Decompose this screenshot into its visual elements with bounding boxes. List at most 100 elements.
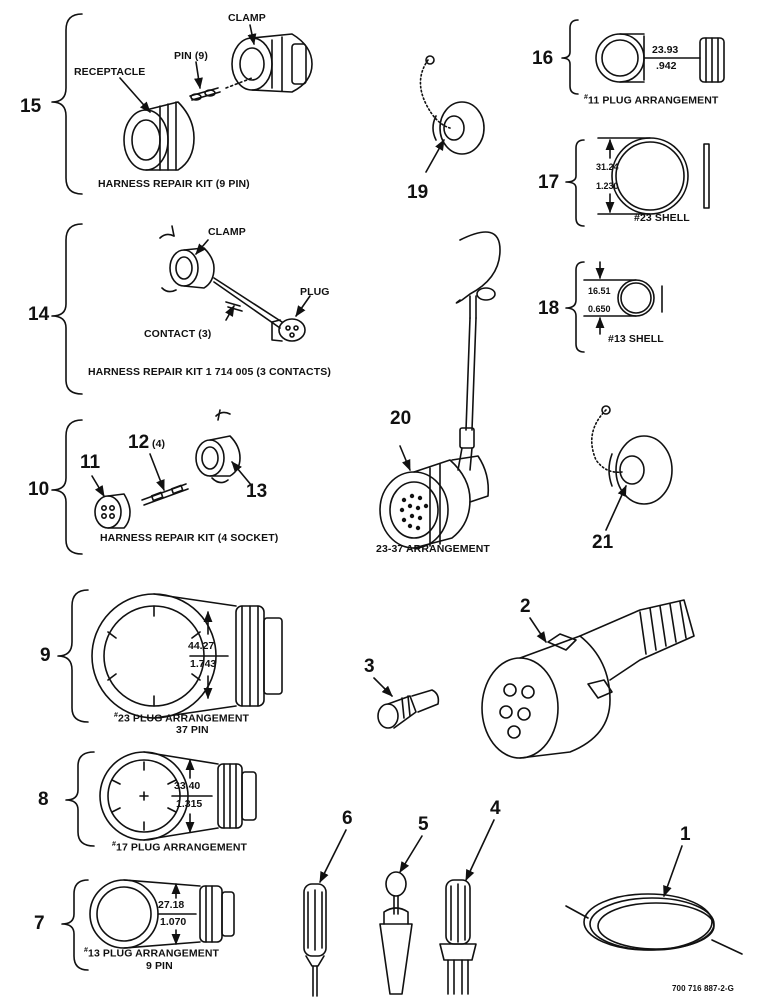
harness-wire-14 <box>213 277 283 329</box>
callout-7: 7 <box>34 913 45 934</box>
plug-16-mark: # <box>584 94 588 101</box>
clamp-13-part <box>195 409 241 484</box>
label-plug-16: #11 PLUG ARRANGEMENT <box>584 94 718 107</box>
leader-4 <box>465 819 495 882</box>
plug-3-part <box>377 689 440 729</box>
leader-receptacle <box>119 77 151 113</box>
callout-3: 3 <box>364 656 375 677</box>
leader-12 <box>149 453 165 492</box>
callout-13: 13 <box>246 481 268 502</box>
wire-1-part <box>565 893 743 955</box>
leader-6 <box>319 829 347 884</box>
brace-16 <box>561 19 579 95</box>
plug-11-part <box>94 493 131 529</box>
label-shell-17: #23 SHELL <box>634 212 690 224</box>
brace-14 <box>51 223 83 395</box>
tool-5-part <box>379 871 413 995</box>
connector-2-part <box>481 599 695 759</box>
dim-7-mm: 27.18 <box>158 899 185 911</box>
plug-8-mark: # <box>112 841 116 848</box>
dim-line-16 <box>643 35 701 81</box>
clamp-14-part <box>159 225 215 293</box>
callout-8: 8 <box>38 789 49 810</box>
dim-16-in: .942 <box>656 60 677 72</box>
label-plug-9-line1: #23 PLUG ARRANGEMENT <box>114 712 249 725</box>
plug-7-text: 13 PLUG ARRANGEMENT <box>88 947 220 960</box>
plug-9-part <box>91 593 283 719</box>
leader-contact-14 <box>225 305 235 321</box>
leader-clamp-15 <box>247 24 257 46</box>
brace-17 <box>565 139 585 227</box>
plug-16-text: 11 PLUG ARRANGEMENT <box>588 94 719 107</box>
drawing-number: 700 716 887-2-G <box>672 984 734 993</box>
dim-8-mm: 33.40 <box>174 780 201 792</box>
label-plug-7-line1: #13 PLUG ARRANGEMENT <box>84 947 219 960</box>
leader-11 <box>91 475 105 497</box>
callout-4: 4 <box>490 798 501 819</box>
cap-19-part <box>419 55 485 155</box>
callout-11: 11 <box>80 452 101 473</box>
callout-2: 2 <box>520 596 531 617</box>
dim-9-mm: 44.27 <box>188 640 215 652</box>
label-plug-9-line2: 37 PIN <box>176 724 209 736</box>
label-kit-15: HARNESS REPAIR KIT (9 PIN) <box>98 178 250 190</box>
dim-7-in: 1.070 <box>160 916 187 928</box>
connector-20-part <box>379 231 501 549</box>
leader-plug-14 <box>295 295 311 317</box>
leader-13 <box>231 461 253 487</box>
receptacle-15-part <box>123 101 195 171</box>
tool-4-part <box>439 879 477 995</box>
plug-9-text: 23 PLUG ARRANGEMENT <box>118 712 250 725</box>
callout-20: 20 <box>390 408 412 429</box>
dim-8-in: 1.315 <box>176 798 203 810</box>
brace-7 <box>61 879 89 971</box>
leader-clamp-14 <box>195 239 209 255</box>
callout-16: 16 <box>532 48 554 69</box>
clamp-15-part <box>231 33 313 93</box>
dim-18-mm: 16.51 <box>588 286 611 296</box>
label-kit-14: HARNESS REPAIR KIT 1 714 005 (3 CONTACTS… <box>88 366 331 378</box>
label-plug-7-line2: 9 PIN <box>146 960 173 972</box>
callout-9: 9 <box>40 645 51 666</box>
brace-9 <box>57 589 89 723</box>
leader-1 <box>663 845 683 898</box>
leader-21 <box>605 484 627 531</box>
dim-18-in: 0.650 <box>588 304 611 314</box>
leader-5 <box>399 835 423 873</box>
dim-16-mm: 23.93 <box>652 44 679 56</box>
callout-10: 10 <box>28 479 50 500</box>
label-receptacle: RECEPTACLE <box>74 66 146 78</box>
label-plug-14: PLUG <box>300 286 330 298</box>
brace-10 <box>51 419 83 555</box>
sockets-12-part <box>141 483 189 506</box>
shell-17-part <box>597 137 710 215</box>
leader-pin-15 <box>194 61 203 90</box>
callout-15: 15 <box>20 96 42 117</box>
leader-2 <box>529 617 547 643</box>
label-arr-20: 23-37 ARRANGEMENT <box>376 543 490 555</box>
callout-18: 18 <box>538 298 560 319</box>
connector-20-pins <box>399 493 429 531</box>
callout-6: 6 <box>342 808 353 829</box>
leader-20 <box>399 445 411 472</box>
pins-15-part <box>189 87 221 101</box>
plug-8-text: 17 PLUG ARRANGEMENT <box>116 841 248 854</box>
cap-21-part <box>590 405 673 505</box>
callout-1: 1 <box>680 824 691 845</box>
callout-14: 14 <box>28 304 50 325</box>
label-clamp-15: CLAMP <box>228 12 266 24</box>
brace-18 <box>565 261 585 353</box>
brace-15 <box>51 13 83 195</box>
label-plug-8: #17 PLUG ARRANGEMENT <box>112 841 247 854</box>
label-shell-18: #13 SHELL <box>608 333 664 345</box>
callout-19: 19 <box>407 182 429 203</box>
plug-7-mark: # <box>84 947 88 954</box>
callout-12: 12 <box>128 432 150 453</box>
leader-3 <box>373 677 393 697</box>
plug-9-mark: # <box>114 712 118 719</box>
label-contact-3: CONTACT (3) <box>144 328 212 340</box>
plug-14-part <box>271 318 306 342</box>
shell-18-part <box>583 279 663 317</box>
callout-12-qty: (4) <box>152 438 166 450</box>
